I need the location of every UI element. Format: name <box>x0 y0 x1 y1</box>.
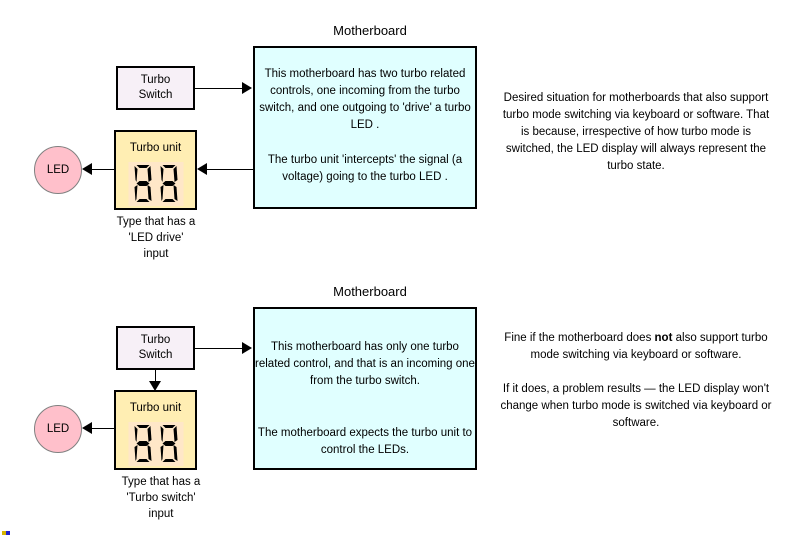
motherboard-text-top-2: The turbo unit 'intercepts' the signal (… <box>267 154 463 183</box>
motherboard-text-top-1: This motherboard has two turbo related c… <box>259 68 471 131</box>
corner-artifact <box>2 531 10 535</box>
seven-segment-digit <box>160 425 177 462</box>
led-circle-top[interactable]: LED <box>34 146 82 194</box>
arrow-down-icon <box>149 381 161 391</box>
seven-segment-display-top <box>128 162 183 206</box>
turbo-unit-caption-top: Type that has a 'LED drive' input <box>116 216 196 260</box>
side-note-bottom-a: Fine if the motherboard does <box>504 332 655 344</box>
connector-switch-to-motherboard-bottom <box>195 348 243 349</box>
arrow-left-icon <box>82 422 92 434</box>
led-label-bottom: LED <box>46 423 70 435</box>
side-note-top: Desired situation for motherboards that … <box>500 90 772 175</box>
side-note-bottom-paragraph-1: Fine if the motherboard does not also su… <box>500 330 772 364</box>
turbo-unit-box-bottom[interactable]: Turbo unit <box>114 390 197 470</box>
connector-unit-to-led-top <box>92 169 114 170</box>
motherboard-box-top: This motherboard has two turbo related c… <box>253 46 477 209</box>
connector-switch-to-unit-bottom <box>155 370 156 386</box>
side-note-bottom-emphasis: not <box>654 332 673 344</box>
turbo-unit-caption-bottom: Type that has a 'Turbo switch' input <box>121 476 201 520</box>
turbo-switch-box-bottom[interactable]: Turbo Switch <box>116 326 195 370</box>
connector-unit-to-led-bottom <box>92 428 114 429</box>
connector-motherboard-to-unit-top <box>207 169 253 170</box>
motherboard-box-bottom: This motherboard has only one turbo rela… <box>253 307 477 470</box>
connector-switch-to-motherboard-top <box>195 88 243 89</box>
led-label-top: LED <box>46 164 70 176</box>
seven-segment-digit <box>134 425 151 462</box>
side-note-spacer <box>500 364 772 381</box>
side-note-bottom-b: also support turbo mode switching via ke… <box>530 332 768 361</box>
turbo-switch-label-top: Turbo Switch <box>138 74 173 101</box>
motherboard-title-bottom: Motherboard <box>333 284 407 299</box>
motherboard-text-bottom-2: The motherboard expects the turbo unit t… <box>257 427 473 456</box>
seven-segment-digit <box>160 165 177 202</box>
turbo-switch-box-top[interactable]: Turbo Switch <box>116 66 195 110</box>
side-note-bottom: Fine if the motherboard does not also su… <box>500 330 772 432</box>
arrow-right-icon <box>242 342 252 354</box>
led-circle-bottom[interactable]: LED <box>34 405 82 453</box>
turbo-unit-label-bottom: Turbo unit <box>129 402 182 414</box>
seven-segment-digit <box>134 165 151 202</box>
turbo-unit-box-top[interactable]: Turbo unit <box>114 130 197 210</box>
seven-segment-display-bottom <box>128 422 183 466</box>
arrow-right-icon <box>242 82 252 94</box>
arrow-left-icon <box>197 163 207 175</box>
turbo-switch-label-bottom: Turbo Switch <box>138 334 173 361</box>
motherboard-title-top: Motherboard <box>333 23 407 38</box>
side-note-bottom-paragraph-2: If it does, a problem results — the LED … <box>500 383 772 429</box>
turbo-unit-label-top: Turbo unit <box>129 142 182 154</box>
side-note-top-paragraph: Desired situation for motherboards that … <box>502 92 770 172</box>
arrow-left-icon <box>82 163 92 175</box>
motherboard-text-bottom-1: This motherboard has only one turbo rela… <box>255 341 475 387</box>
